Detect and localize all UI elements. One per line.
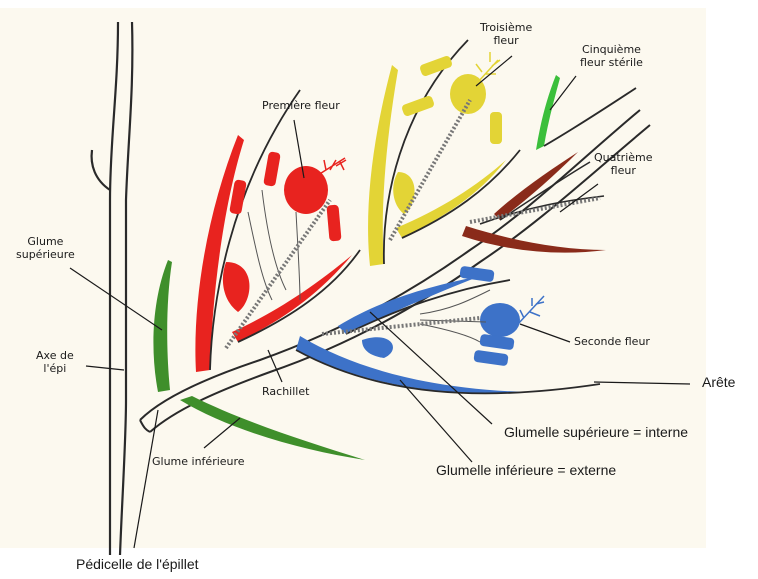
- label-glumelle-superieure: Glumelle supérieure = interne: [504, 424, 688, 440]
- glume-inferieure-shape: [180, 396, 365, 460]
- label-glume-inferieure: Glume inférieure: [152, 456, 245, 469]
- label-rachillet: Rachillet: [262, 386, 309, 399]
- label-glume-superieure: Glume supérieure: [16, 236, 75, 261]
- seconde-fleur-ovary: [480, 303, 520, 337]
- label-axe-epi: Axe de l'épi: [36, 350, 74, 375]
- label-arete: Arête: [702, 374, 735, 390]
- label-cinquieme-fleur: Cinquième fleur stérile: [580, 44, 643, 69]
- seconde-fleur-group: [296, 266, 600, 394]
- label-seconde-fleur: Seconde fleur: [574, 336, 650, 349]
- label-troisieme-fleur: Troisième fleur: [480, 22, 532, 47]
- quatrieme-fleur-palea: [494, 152, 578, 220]
- spike-axis: [92, 22, 133, 555]
- label-quatrieme-fleur: Quatrième fleur: [594, 152, 653, 177]
- quatrieme-fleur-lemma: [462, 226, 606, 253]
- label-pedicelle: Pédicelle de l'épillet: [76, 556, 199, 572]
- seconde-fleur-palea: [338, 276, 480, 334]
- troisieme-fleur-group: [368, 40, 520, 266]
- label-glumelle-inferieure: Glumelle inférieure = externe: [436, 462, 616, 478]
- label-premiere-fleur: Première fleur: [262, 100, 340, 113]
